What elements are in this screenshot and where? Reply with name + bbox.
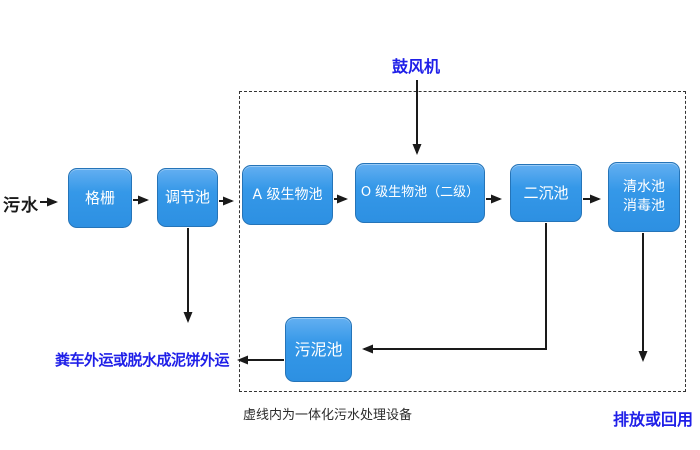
node-clear-water-disinfection-tank: 清水池 消毒池	[608, 162, 680, 232]
dashed-box-caption: 虚线内为一体化污水处理设备	[243, 408, 413, 423]
node-secondary-sedimentation-tank: 二沉池	[510, 164, 582, 222]
node-o-bio-tank-label: O 级生物池（二级）	[360, 185, 480, 201]
input-wastewater-label: 污水	[3, 196, 39, 216]
node-grid: 格栅	[68, 168, 132, 228]
node-grid-label: 格栅	[84, 188, 115, 207]
node-sludge-tank-label: 污泥池	[294, 339, 343, 359]
discharge-reuse-label: 排放或回用	[613, 410, 694, 429]
equipment-boundary-dashed-box	[239, 91, 686, 392]
node-disinfection-label: 消毒池	[623, 198, 665, 214]
node-regulation-tank-label: 调节池	[164, 188, 210, 207]
node-sludge-tank: 污泥池	[285, 317, 352, 382]
node-secondary-sedimentation-label: 二沉池	[523, 183, 569, 202]
node-o-bio-tank: O 级生物池（二级）	[355, 163, 485, 223]
node-a-bio-tank: A 级生物池	[242, 165, 333, 225]
sludge-disposal-label: 粪车外运或脱水成泥饼外运	[55, 351, 230, 369]
node-clear-water-label: 清水池	[623, 179, 665, 196]
node-a-bio-tank-label: A 级生物池	[252, 186, 323, 203]
blower-label: 鼓风机	[392, 57, 441, 76]
node-regulation-tank: 调节池	[157, 168, 218, 227]
